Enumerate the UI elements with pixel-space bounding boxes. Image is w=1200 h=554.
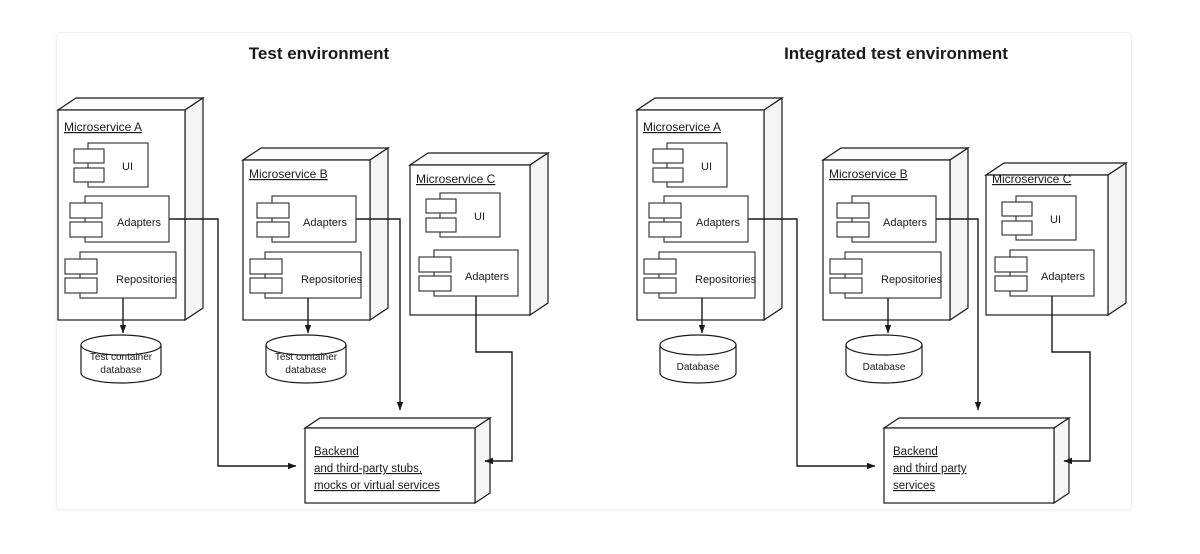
component-adapters: Adapters	[836, 195, 937, 243]
component-label: UI	[122, 161, 133, 173]
datastore-label-line2: database	[100, 365, 142, 376]
component-label: Adapters	[696, 217, 741, 229]
datastore-label-line1: Database	[677, 362, 720, 373]
component-label: UI	[1050, 214, 1061, 226]
component-adapters: Adapters	[256, 195, 357, 243]
backend-line-2: and third-party stubs,	[314, 463, 422, 475]
datastore-label-line1: Test container	[275, 352, 338, 363]
component-adapters: Adapters	[994, 249, 1095, 297]
datastore-label-line1: Database	[863, 362, 906, 373]
node-title: Microservice C	[992, 172, 1072, 186]
connector-adapters-b-to-backend-integrated	[936, 218, 982, 411]
component-ui: UI	[1001, 195, 1077, 241]
connector-adapters-a-to-backend	[169, 218, 297, 470]
component-label: Adapters	[303, 217, 348, 229]
component-ui: UI	[73, 142, 149, 188]
component-repositories: Repositories	[829, 251, 943, 299]
component-label: Adapters	[883, 217, 928, 229]
node-title: Microservice B	[249, 167, 328, 181]
backend-line-1: Backend	[893, 446, 938, 458]
connector-adapters-c-to-backend-integrated	[1051, 296, 1091, 465]
connector-adapters-b-to-backend	[356, 218, 404, 411]
node-microservice-b-integrated: Microservice B Adapters Repositories	[821, 146, 970, 322]
backend-line-1: Backend	[314, 446, 359, 458]
backend-line-2: and third party	[893, 463, 967, 475]
datastore-database-a: Database	[659, 334, 737, 384]
node-microservice-c-test: Microservice C UI Adapters	[408, 151, 550, 317]
component-repositories: Repositories	[249, 251, 363, 299]
component-label: Repositories	[301, 274, 363, 286]
node-microservice-c-integrated: Microservice C UI Adapters	[984, 161, 1128, 317]
connector-adapters-a-to-backend-integrated	[748, 218, 876, 470]
node-title: Microservice B	[829, 167, 908, 181]
component-ui: UI	[425, 192, 501, 238]
datastore-test-container-database-a: Test container database	[80, 334, 162, 384]
environment-title-left: Test environment	[249, 44, 390, 63]
component-adapters: Adapters	[648, 195, 749, 243]
backend-line-3: services	[893, 480, 935, 492]
environment-title-right: Integrated test environment	[784, 44, 1008, 63]
datastore-label-line2: database	[285, 365, 327, 376]
component-label: UI	[701, 161, 712, 173]
connector-adapters-c-to-backend	[475, 296, 513, 465]
component-repositories: Repositories	[643, 251, 757, 299]
backend-line-3: mocks or virtual services	[314, 480, 440, 492]
node-title: Microservice A	[643, 120, 721, 134]
component-label: UI	[474, 211, 485, 223]
component-repositories: Repositories	[64, 251, 178, 299]
datastore-label-line1: Test container	[90, 352, 153, 363]
datastore-test-container-database-b: Test container database	[265, 334, 347, 384]
node-microservice-b-test: Microservice B Adapters Repositories	[241, 146, 390, 322]
component-ui: UI	[652, 142, 728, 188]
component-label: Repositories	[116, 274, 178, 286]
node-title: Microservice A	[64, 120, 142, 134]
node-title: Microservice C	[416, 172, 496, 186]
node-microservice-a-integrated: Microservice A UI Adapters Repositories	[635, 96, 784, 322]
component-label: Adapters	[465, 271, 510, 283]
component-label: Repositories	[881, 274, 943, 286]
node-backend-stubs-test: Backend and third-party stubs, mocks or …	[303, 416, 492, 505]
node-backend-services-integrated: Backend and third party services	[882, 416, 1071, 505]
datastore-database-b: Database	[845, 334, 923, 384]
component-adapters: Adapters	[418, 249, 519, 297]
component-adapters: Adapters	[69, 195, 170, 243]
component-label: Adapters	[1041, 271, 1086, 283]
node-microservice-a-test: Microservice A UI Adapters Repositor	[56, 96, 205, 322]
component-label: Repositories	[695, 274, 757, 286]
component-label: Adapters	[117, 217, 162, 229]
